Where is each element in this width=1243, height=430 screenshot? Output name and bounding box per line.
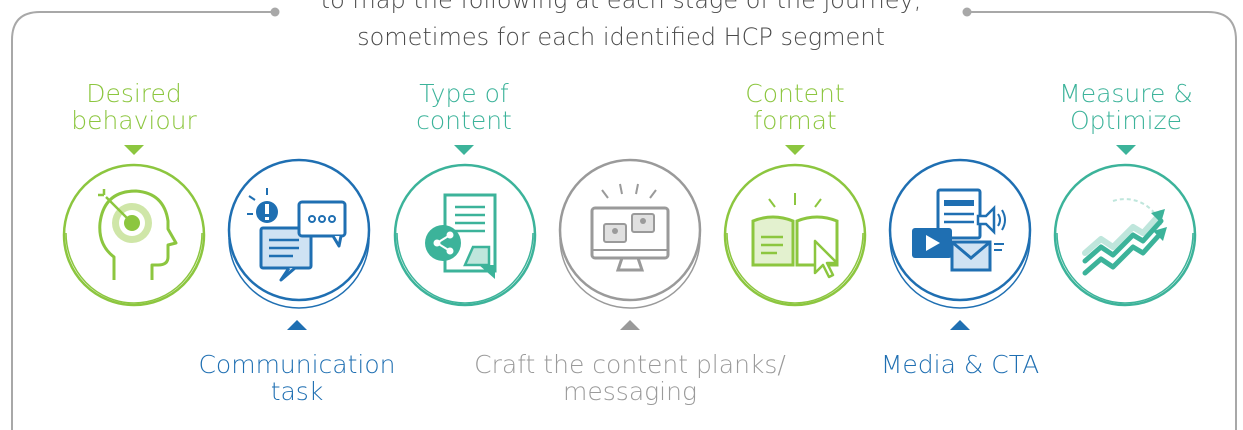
stage-label-content-planks: Craft the content planks/ messaging: [465, 351, 795, 405]
stage-label-type-of-content: Type of content: [394, 80, 534, 134]
pointer-down-triangle: [1116, 145, 1136, 155]
intro-line-2: sometimes for each identified HCP segmen…: [357, 23, 885, 51]
stage-circle-content-planks: [558, 158, 702, 309]
stage-label-media-cta: Media & CTA: [860, 351, 1060, 378]
stage-label-desired-behaviour: Desired behaviour: [64, 80, 204, 134]
pointer-down-triangle: [124, 145, 144, 155]
stage-circle-desired-behaviour: [62, 163, 206, 307]
chat-alert-icon: [247, 188, 347, 282]
stage-circle-communication-task: [227, 158, 371, 309]
intro-line-1: to map the following at each stage of th…: [320, 0, 922, 14]
stage-label-content-format: Content format: [725, 80, 865, 134]
stage-label-line: task: [270, 377, 324, 406]
stage-label-line: Communication: [198, 350, 396, 379]
media-envelope-icon: [912, 188, 1006, 272]
pointer-up-triangle: [620, 320, 640, 330]
stage-label-line: Media & CTA: [880, 350, 1040, 379]
head-target-icon: [98, 189, 178, 280]
share-document-icon: [425, 193, 497, 279]
stage-circle-content-format: [723, 163, 867, 307]
stage-label-line: Content: [745, 79, 845, 108]
stage-label-measure-optimize: Measure & Optimize: [1046, 80, 1206, 134]
frame-right-segment: [967, 11, 1237, 430]
stage-label-line: behaviour: [71, 106, 197, 135]
monitor-chat-icon: [590, 183, 670, 272]
pointer-up-triangle: [950, 320, 970, 330]
stage-circle-media-cta: [888, 158, 1032, 309]
stage-circle-measure-optimize: [1053, 163, 1197, 307]
pointer-up-triangle: [287, 320, 307, 330]
stage-label-communication-task: Communication task: [197, 351, 397, 405]
stage-label-line: content: [416, 106, 512, 135]
pointer-down-triangle: [454, 145, 474, 155]
stage-label-line: messaging: [563, 377, 697, 406]
stage-label-line: Measure &: [1059, 79, 1193, 108]
frame-left-dot: [270, 7, 280, 17]
growth-arrows-icon: [1082, 198, 1167, 276]
stage-label-line: Desired: [86, 79, 182, 108]
stage-label-line: format: [753, 106, 837, 135]
frame-left-segment: [11, 11, 275, 430]
open-book-icon: [751, 193, 839, 279]
frame-right-dot: [962, 7, 972, 17]
stage-label-line: Optimize: [1069, 106, 1183, 135]
stage-label-line: Craft the content planks/: [474, 350, 786, 379]
stage-label-line: Type of: [419, 79, 509, 108]
pointer-down-triangle: [785, 145, 805, 155]
stage-circle-type-of-content: [393, 163, 537, 307]
